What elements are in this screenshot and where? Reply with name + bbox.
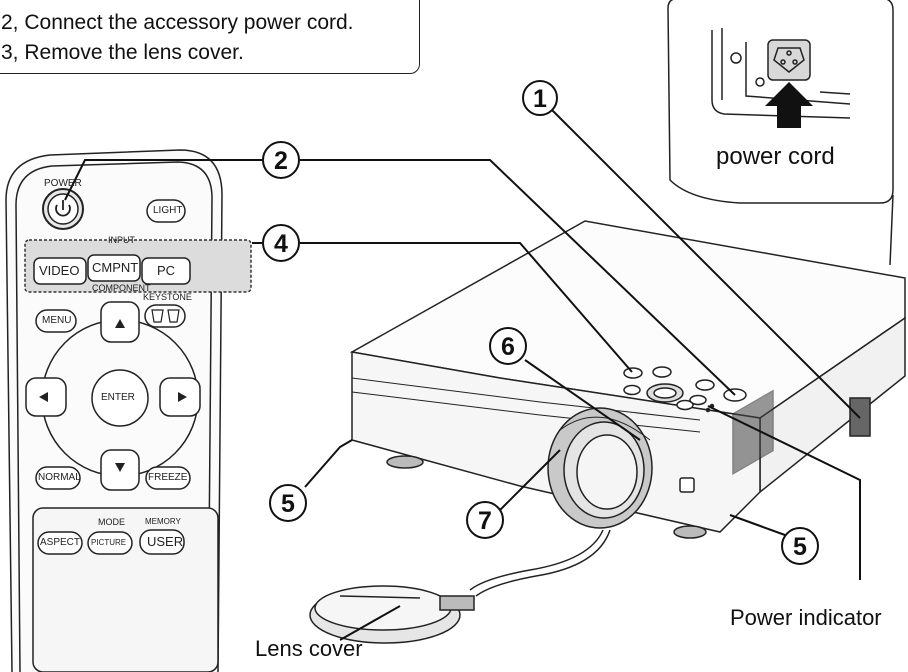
remote-normal-button[interactable] bbox=[35, 466, 81, 490]
remote-light-label: LIGHT bbox=[153, 205, 183, 216]
arrow-down-icon bbox=[115, 463, 125, 472]
callout-5-right-number: 5 bbox=[793, 533, 807, 561]
keystone-icon bbox=[151, 309, 180, 323]
ac-inlet-icon bbox=[773, 47, 805, 73]
callout-5-left-number: 5 bbox=[281, 490, 295, 518]
remote-light-button[interactable] bbox=[146, 199, 186, 223]
remote-component-label: COMPONENT bbox=[92, 283, 151, 293]
callout-7-number: 7 bbox=[478, 507, 492, 535]
remote-video-button[interactable] bbox=[33, 257, 87, 285]
remote-dpad-left[interactable] bbox=[25, 377, 67, 417]
remote-picture-button[interactable] bbox=[87, 531, 133, 555]
remote-picture-label: PICTURE bbox=[91, 538, 127, 547]
remote-mode-label: MODE bbox=[98, 517, 125, 527]
remote-dpad-down[interactable] bbox=[100, 449, 140, 491]
remote-dpad-right[interactable] bbox=[159, 377, 201, 417]
remote-input-label: INPUT bbox=[108, 235, 135, 245]
callout-2 bbox=[262, 141, 300, 179]
arrow-right-icon bbox=[178, 392, 187, 402]
callout-4 bbox=[262, 224, 300, 262]
projector bbox=[349, 220, 906, 539]
callout-6-number: 6 bbox=[501, 333, 515, 361]
remote-freeze-label: FREEZE bbox=[148, 472, 188, 483]
remote-aspect-button[interactable] bbox=[37, 531, 83, 555]
power-cord-label: power cord bbox=[716, 143, 835, 170]
remote-user-button[interactable] bbox=[139, 529, 185, 555]
callout-6 bbox=[489, 327, 527, 365]
remote-normal-label: NORMAL bbox=[38, 472, 81, 483]
arrow-up-icon bbox=[115, 319, 125, 328]
leader-lines bbox=[64, 107, 861, 641]
remote-video-label: VIDEO bbox=[39, 263, 80, 278]
instruction-box: 2, Connect the accessory power cord. 3, … bbox=[0, 0, 420, 74]
lens-cover-label: Lens cover bbox=[255, 636, 363, 661]
callout-5-right bbox=[781, 527, 819, 565]
remote-power-label: POWER bbox=[44, 178, 82, 189]
remote-pc-button[interactable] bbox=[141, 257, 191, 285]
remote-aspect-label: ASPECT bbox=[40, 537, 81, 548]
callout-1-number: 1 bbox=[533, 85, 547, 113]
instruction-step-3: 3, Remove the lens cover. bbox=[1, 41, 244, 64]
callout-1 bbox=[522, 80, 558, 116]
power-indicator-label: Power indicator bbox=[730, 605, 882, 630]
remote-keystone-button[interactable] bbox=[144, 304, 186, 328]
arrow-up-icon bbox=[765, 82, 813, 128]
instruction-step-2: 2, Connect the accessory power cord. bbox=[1, 11, 354, 34]
remote-cmpnt-button[interactable] bbox=[87, 254, 141, 282]
remote-memory-label: MEMORY bbox=[145, 517, 181, 526]
remote-keystone-label: KEYSTONE bbox=[143, 292, 192, 302]
remote-user-label: USER bbox=[147, 534, 184, 549]
remote-enter-label: ENTER bbox=[101, 392, 135, 403]
power-cord-inset bbox=[667, 0, 894, 266]
callout-5-left bbox=[269, 484, 307, 522]
remote-menu-button[interactable] bbox=[35, 309, 77, 333]
arrow-left-icon bbox=[39, 392, 48, 402]
remote-menu-label: MENU bbox=[42, 315, 72, 326]
lens-cover bbox=[309, 529, 611, 644]
remote-dpad-up[interactable] bbox=[100, 301, 140, 343]
remote-freeze-button[interactable] bbox=[145, 466, 191, 490]
callout-2-number: 2 bbox=[274, 147, 288, 175]
remote-cmpnt-label: CMPNT bbox=[92, 260, 139, 275]
remote-pc-label: PC bbox=[157, 263, 176, 278]
callout-4-number: 4 bbox=[274, 230, 288, 258]
power-symbol-icon bbox=[55, 200, 71, 217]
remote-enter-button[interactable] bbox=[91, 369, 149, 427]
callout-7 bbox=[466, 501, 504, 539]
